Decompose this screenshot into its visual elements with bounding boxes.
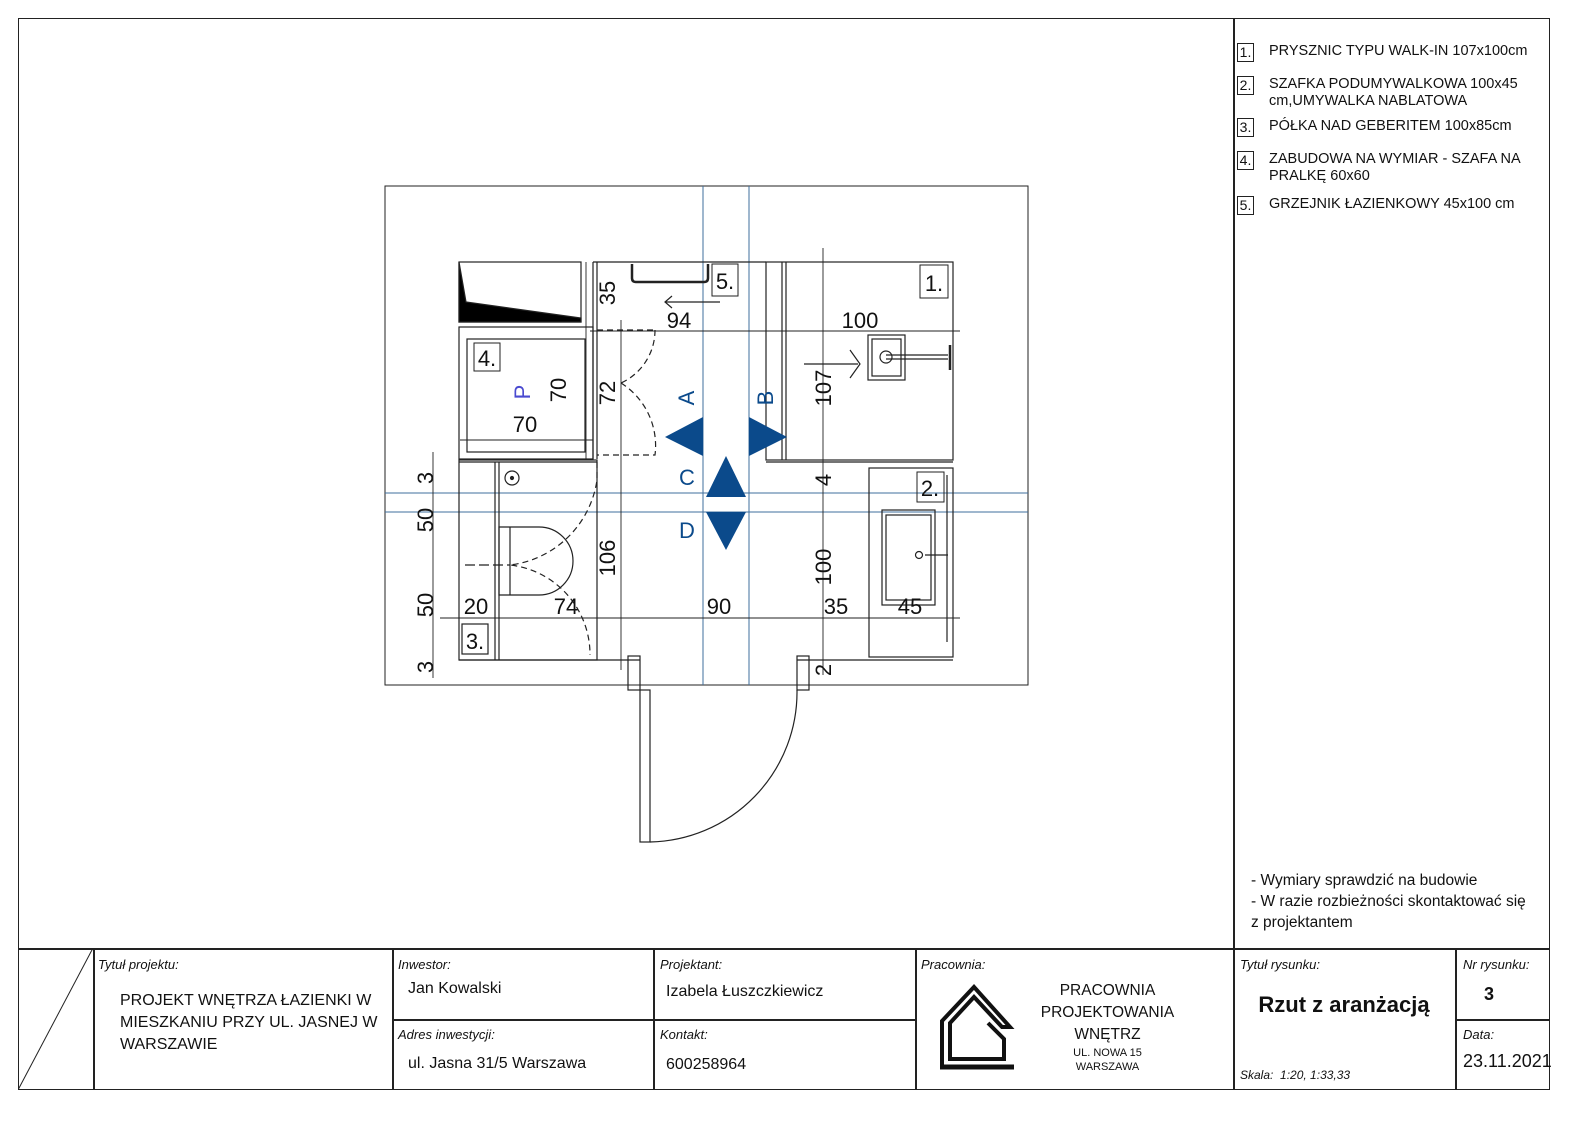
legend-text: GRZEJNIK ŁAZIENKOWY 45x100 cm [1269,196,1515,212]
vanity [868,467,954,658]
dim-text: 4 [811,474,836,486]
dim-text: 100 [842,308,879,333]
hatch-wedge [458,261,582,323]
section-arrow-a [665,417,703,456]
floor-plan: A B C D P 4. 5. 1. 2. 3. 35 94 100 107 7… [384,185,1029,843]
address-label: Adres inwestycji: [398,1027,495,1042]
studio-name-line: WNĘTRZ [1074,1026,1141,1043]
dim-text: 2 [811,664,836,676]
drawing-frame [18,18,1550,1090]
item-label-2: 2. [921,476,939,501]
dim-text: 107 [811,370,836,407]
item-label-4: 4. [478,346,496,371]
title-block-divider [18,948,1550,950]
door-leaf [639,689,651,843]
dimension-lines [432,248,960,678]
studio-name: PRACOWNIA PROJEKTOWANIA WNĘTRZ UL. NOWA … [1030,980,1185,1074]
toilet [498,526,574,596]
scale-label: Skala: [1240,1068,1274,1082]
section-label-d: D [679,518,695,543]
floor-drain [504,470,520,486]
door-swing [649,689,798,843]
date: 23.11.2021 [1463,1051,1552,1071]
legend-number: 3. [1237,118,1254,137]
section-arrow-d [706,512,746,550]
legend-text: SZAFKA PODUMYWALKOWA 100x45 cm,UMYWALKA … [1269,76,1518,109]
contact-label: Kontakt: [660,1027,708,1042]
note: - Wymiary sprawdzić na budowie [1251,872,1478,889]
dim-text: 72 [595,381,620,405]
dim-text: 35 [824,594,848,619]
dim-text: 70 [513,412,537,437]
dim-text: 90 [707,594,731,619]
item-label-1: 1. [925,271,943,296]
studio-label: Pracownia: [921,957,986,972]
legend-text: PÓŁKA NAD GEBERITEM 100x85cm [1269,118,1512,134]
note: - W razie rozbieżności skontaktować się [1251,893,1526,910]
section-label-a: A [674,390,699,405]
address: ul. Jasna 31/5 Warszawa [408,1055,587,1072]
notes: - Wymiary sprawdzić na budowie - W razie… [1251,870,1526,933]
designer-label: Projektant: [660,957,723,972]
legend-number: 5. [1237,196,1254,215]
title-block-diagonal [18,948,94,1090]
drawing-number: 3 [1483,984,1494,1004]
studio-name-line: PROJEKTOWANIA [1040,1004,1175,1021]
dim-text: 50 [413,508,438,532]
investor-label: Inwestor: [398,957,451,972]
legend-text: ZABUDOWA NA WYMIAR - SZAFA NA PRALKĘ 60x… [1269,151,1520,184]
dim-text: 20 [464,594,488,619]
dim-text: 50 [413,593,438,617]
scale: Skala: 1:20, 1:33,33 [1240,1068,1350,1082]
section-label-b: B [753,391,778,406]
designer: Izabela Łuszczkiewicz [666,983,824,1000]
scale-value: 1:20, 1:33,33 [1280,1068,1351,1082]
note: z projektantem [1251,914,1353,931]
section-label-c: C [679,465,695,490]
studio-address: WARSZAWA [1075,1061,1140,1073]
section-arrow-c [706,456,746,497]
legend-number: 4. [1237,151,1254,170]
dim-text: 94 [667,308,691,333]
legend-text: PRYSZNIC TYPU WALK-IN 107x100cm [1269,43,1528,59]
dimension-texts: 35 94 100 107 72 70 70 3 50 50 3 4 106 1… [413,281,922,676]
legend-divider [1233,18,1235,1090]
shower [765,261,954,461]
radiator [630,264,710,284]
dim-text: 35 [595,281,620,305]
project-title: PROJEKT WNĘTRZA ŁAZIENKI W MIESZKANIU PR… [120,992,378,1053]
dim-text: 45 [898,594,922,619]
dim-text: 3 [413,472,438,484]
drawing-title-label: Tytuł rysunku: [1240,957,1320,972]
investor: Jan Kowalski [408,980,502,997]
drawing-title: Rzut z aranżacją [1258,992,1430,1017]
dim-text: 74 [554,594,578,619]
section-arrow-b [749,417,787,456]
studio-logo-icon [940,984,1015,1070]
dim-text: 106 [595,540,620,577]
item-label-5: 5. [716,269,734,294]
contact: 600258964 [666,1056,747,1073]
legend-number: 2. [1237,76,1254,95]
project-title-label: Tytuł projektu: [98,957,179,972]
item-labels: 4. 5. 1. 2. 3. [466,263,949,654]
studio-address: UL. NOWA 15 [1073,1047,1142,1059]
dim-text: 70 [546,378,571,402]
section-markers [665,417,787,550]
dim-text: 100 [811,549,836,586]
studio-name-line: PRACOWNIA [1059,982,1156,999]
dim-text: 3 [413,661,438,673]
legend-number: 1. [1237,43,1254,62]
plan-border [384,185,1029,686]
washer-mark: P [510,385,535,400]
date-label: Data: [1463,1027,1495,1042]
drawing-number-label: Nr rysunku: [1463,957,1530,972]
item-label-3: 3. [466,629,484,654]
